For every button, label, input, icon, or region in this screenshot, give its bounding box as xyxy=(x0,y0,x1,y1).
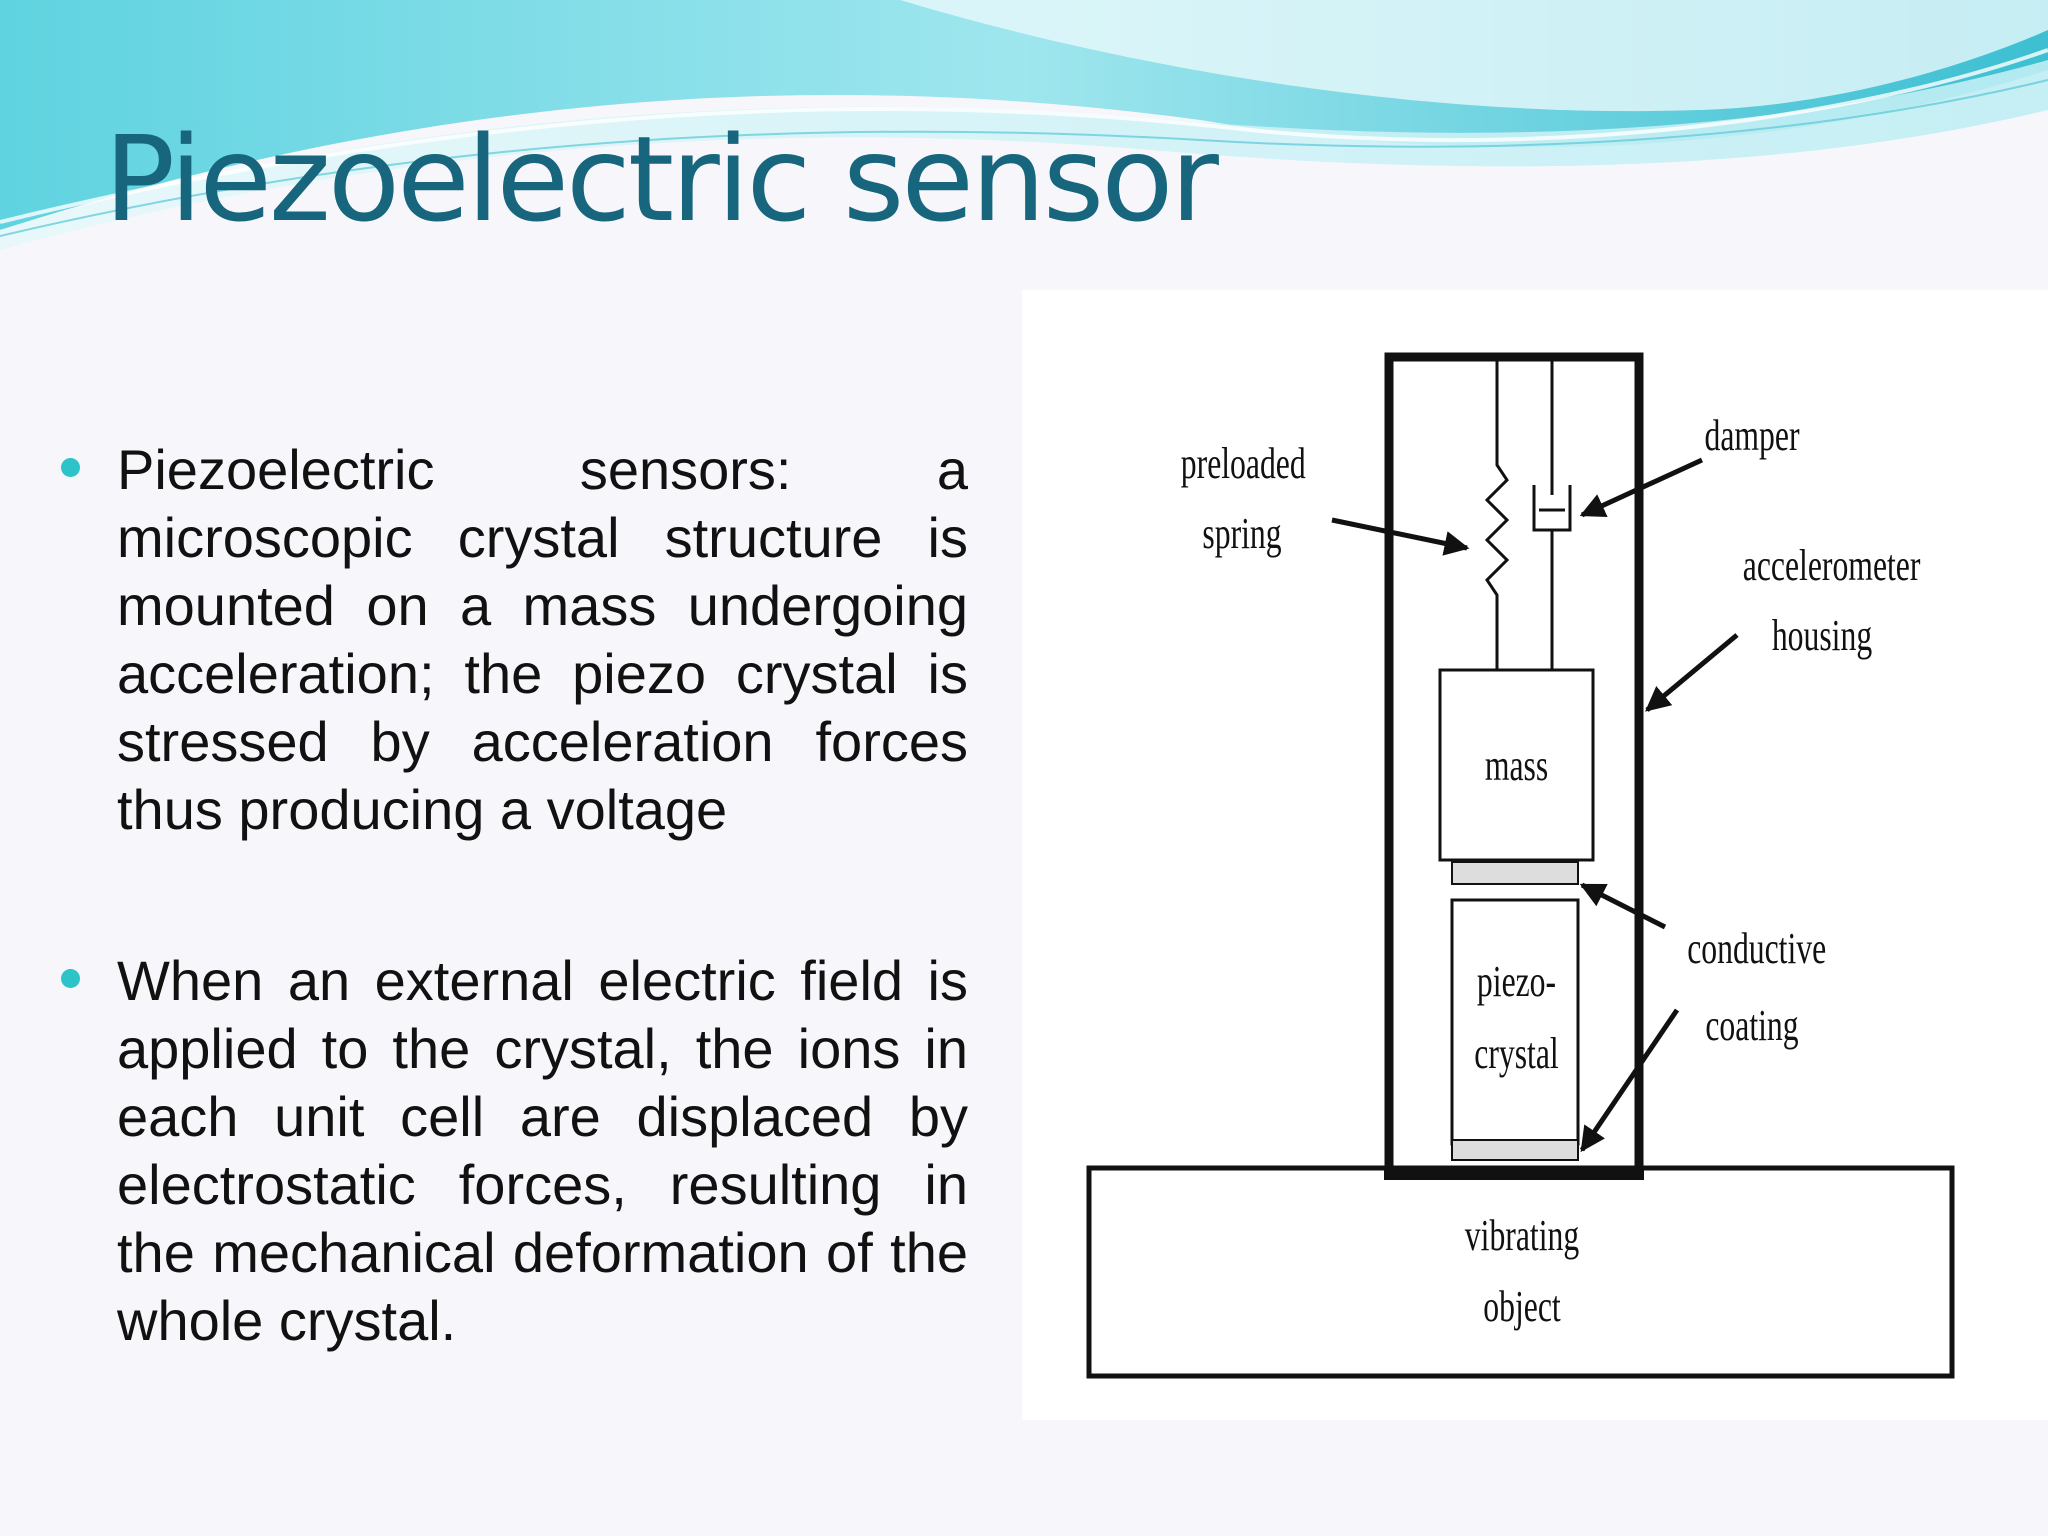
bullet-dot-icon xyxy=(61,458,80,477)
conductive-coating-bottom xyxy=(1451,1139,1579,1161)
accelerometer-diagram: preloaded spring damper accelerometer ho… xyxy=(1022,290,2048,1420)
label-spring: spring xyxy=(1202,509,1282,558)
damper-arrow xyxy=(1579,457,1704,518)
housing-arrow xyxy=(1645,633,1739,712)
conductive-coating-top xyxy=(1451,861,1579,885)
label-housing: housing xyxy=(1771,611,1873,660)
coating-top-arrow xyxy=(1579,882,1667,930)
bullet-item: When an external electric field is appli… xyxy=(56,947,968,1355)
slide-title: Piezoelectric sensor xyxy=(104,110,1219,248)
spring-arrow xyxy=(1331,517,1470,556)
label-preloaded: preloaded xyxy=(1180,439,1306,488)
piezo-crystal-block xyxy=(1450,898,1580,1146)
label-object: object xyxy=(1483,1282,1561,1331)
label-piezo: piezo- xyxy=(1476,957,1557,1006)
bullet-item: Piezoelectric sensors: a microscopic cry… xyxy=(56,436,968,844)
header-wave-decoration xyxy=(0,0,2048,250)
bullet-text: When an external electric field is appli… xyxy=(117,949,968,1352)
label-vibrating: vibrating xyxy=(1464,1211,1580,1260)
vibrating-object-block xyxy=(1086,1165,1955,1379)
mass-block xyxy=(1438,668,1595,862)
preloaded-spring xyxy=(1484,360,1510,670)
coating-bottom-arrow xyxy=(1579,1008,1680,1153)
label-conductive: conductive xyxy=(1687,924,1827,973)
bullet-text: Piezoelectric sensors: a microscopic cry… xyxy=(117,438,968,841)
bullet-dot-icon xyxy=(61,969,80,988)
label-mass: mass xyxy=(1484,741,1549,790)
label-coating: coating xyxy=(1705,1001,1799,1050)
bullet-list: Piezoelectric sensors: a microscopic cry… xyxy=(56,436,968,1458)
label-damper: damper xyxy=(1704,411,1800,460)
diagram-drawing xyxy=(1086,352,1955,1379)
damper-symbol xyxy=(1532,360,1572,670)
label-crystal: crystal xyxy=(1474,1029,1559,1078)
label-accelerometer: accelerometer xyxy=(1742,541,1921,590)
